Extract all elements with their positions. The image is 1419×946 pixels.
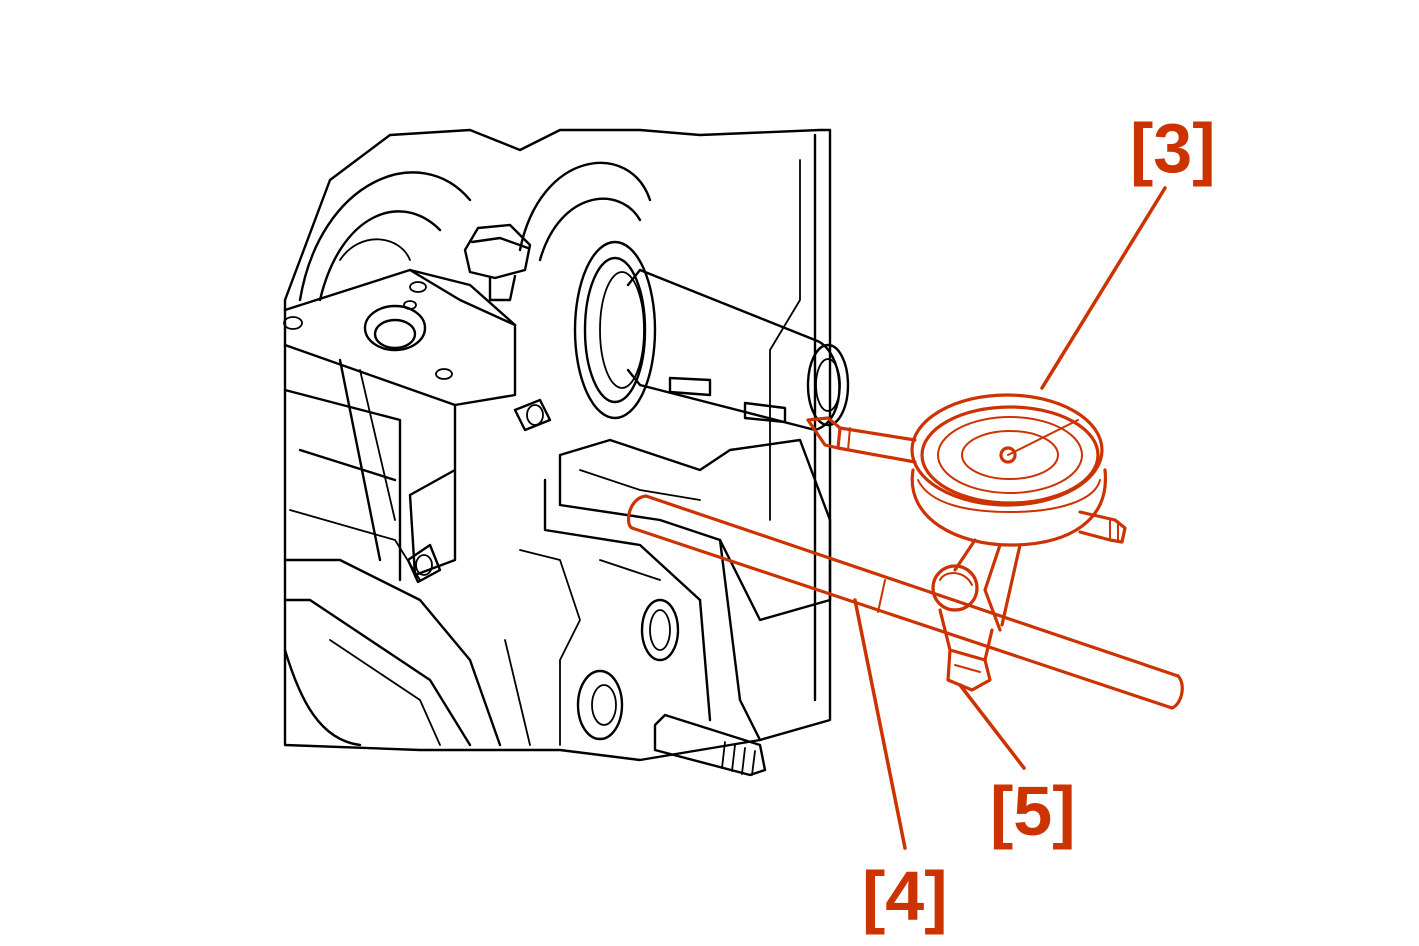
- threaded-stud: [653, 713, 767, 777]
- mounting-bar: [627, 494, 1184, 710]
- crankshaft-journal: [573, 240, 850, 432]
- leader-5: [958, 683, 1026, 770]
- plug-fitting: [406, 398, 552, 584]
- engine-block: [283, 128, 850, 777]
- measuring-tool: [627, 393, 1184, 710]
- lower-boss: [576, 598, 680, 741]
- callout-5: [5]: [990, 772, 1076, 850]
- hex-bolt: [463, 223, 532, 302]
- dial-gauge: [806, 393, 1127, 632]
- callout-4: [4]: [862, 857, 948, 935]
- leader-4: [853, 598, 907, 850]
- clamp-assembly: [931, 564, 994, 692]
- leader-3: [1040, 186, 1167, 390]
- callout-3: [3]: [1130, 109, 1216, 187]
